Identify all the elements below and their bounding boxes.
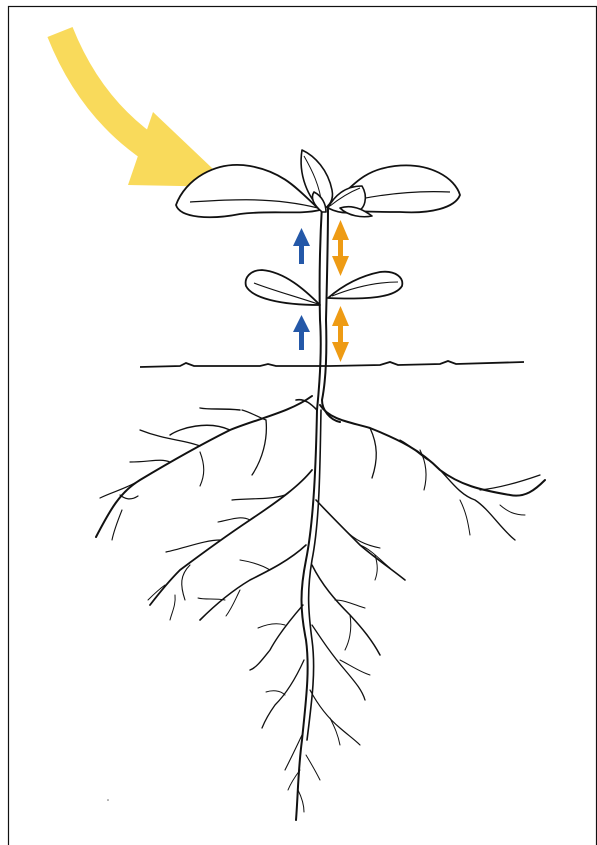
diagram-frame <box>9 7 597 845</box>
root-system <box>96 396 545 820</box>
upper-double-arrow-icon <box>332 220 349 276</box>
lower-up-arrow-icon <box>293 315 310 350</box>
soil-surface-line <box>140 361 524 367</box>
lower-double-arrow-icon <box>332 306 349 362</box>
speck <box>107 799 109 801</box>
lower-leaf-left <box>246 270 320 305</box>
lower-leaf-right <box>328 272 402 299</box>
upper-up-arrow-icon <box>293 228 310 264</box>
sunlight-arrow-icon <box>60 32 232 187</box>
